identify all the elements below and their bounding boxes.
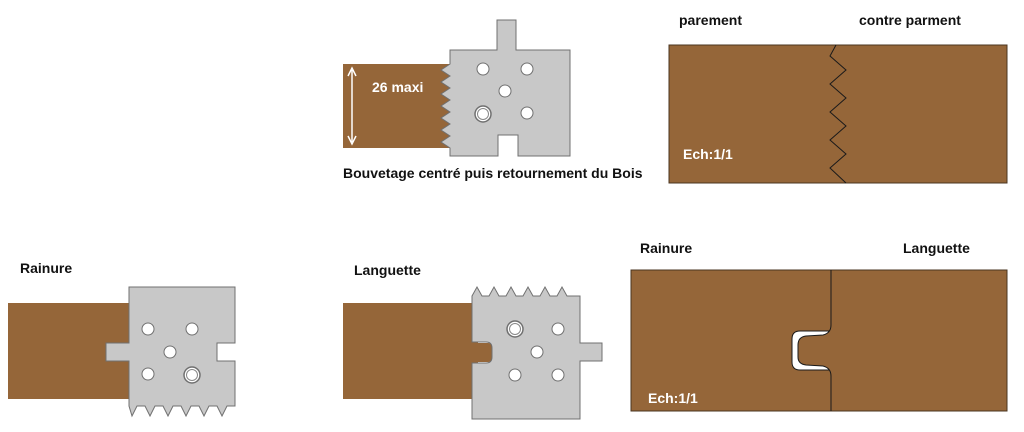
dimension-label-26-maxi: 26 maxi: [372, 79, 424, 95]
caption-bouvetage: Bouvetage centré puis retournement du Bo…: [343, 165, 643, 181]
scale-label-bottom: Ech:1/1: [648, 390, 698, 406]
groove-tongue-joint-group: [630, 269, 1008, 412]
wood-board-parement: [668, 44, 1008, 184]
cutter-hole: [163, 345, 177, 359]
label-rainure-right: Rainure: [640, 240, 693, 256]
cutter-hole-main-inner: [509, 323, 521, 335]
zigzag-joint: [829, 44, 847, 184]
dimension-arrow-up: [347, 66, 357, 77]
cutter-hole: [520, 106, 534, 120]
cutter-hole-main-inner: [477, 108, 489, 120]
cutter-hole: [551, 368, 565, 382]
scale-label-top: Ech:1/1: [683, 146, 733, 162]
groove-cutter-group: [8, 286, 236, 418]
tongue-profile: [797, 270, 832, 411]
wood-board-languette: [343, 303, 494, 399]
cutter-hole: [520, 62, 534, 76]
cutter-hole: [185, 322, 199, 336]
cutter-hole: [141, 367, 155, 381]
cutter-hole: [141, 322, 155, 336]
label-languette-right: Languette: [903, 240, 970, 256]
centered-cutter-group: [343, 19, 571, 157]
cutter-hole-main-inner: [186, 369, 198, 381]
cutter-hole: [498, 84, 512, 98]
dimension-arrow-down: [347, 135, 357, 146]
wood-board-top-middle: [343, 64, 451, 148]
cutter-hole: [476, 62, 490, 76]
label-contre-parment: contre parment: [859, 12, 961, 28]
label-rainure-left: Rainure: [20, 260, 73, 276]
label-languette-middle: Languette: [354, 262, 421, 278]
face-joint-group: [668, 44, 1008, 184]
label-parement: parement: [679, 12, 743, 28]
tongue-cutter-group: [343, 285, 603, 420]
cutter-hole: [508, 368, 522, 382]
cutter-hole: [551, 322, 565, 336]
cutter-hole: [530, 345, 544, 359]
